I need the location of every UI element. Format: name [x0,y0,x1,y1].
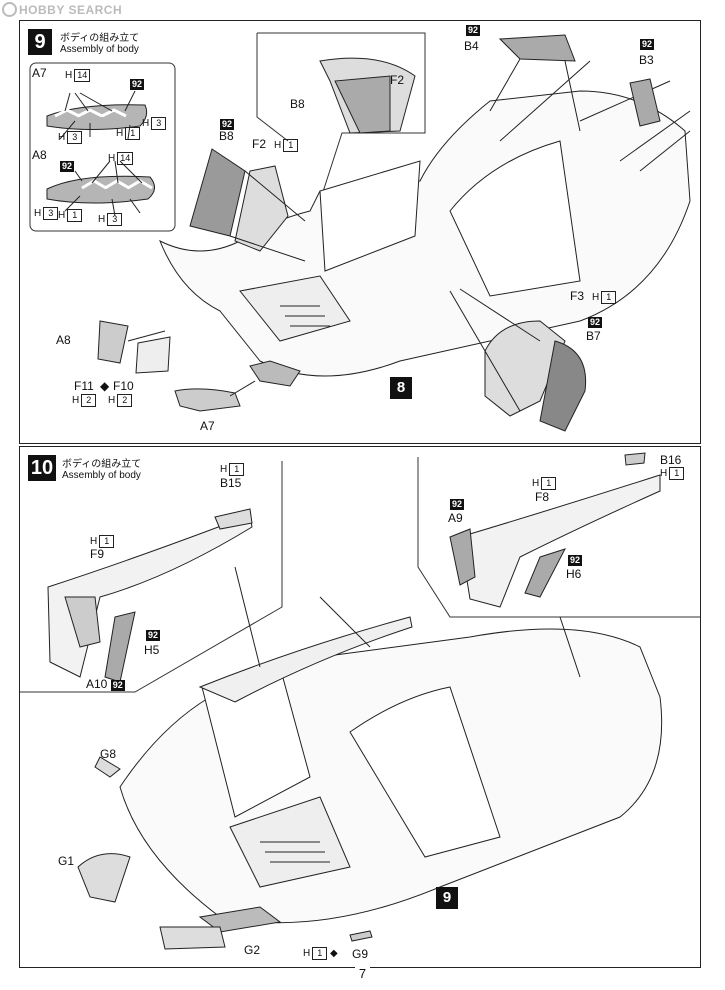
b3-label: B3 [639,53,654,67]
step-9-panel: 9 ボディの組み立て Assembly of body [19,20,701,444]
f10-part [135,336,171,374]
b8-inset-label: B8 [290,97,305,111]
a7-part [174,388,241,412]
a9-label: A9 [448,511,463,525]
step-title-jp: ボディの組み立て [60,33,140,44]
g1-label: G1 [58,854,75,868]
b4-label: B4 [464,39,479,53]
step-9-drawing [29,32,691,432]
f10-label: F10 [113,379,134,393]
sub-a8-paint: 92 [60,161,75,172]
g8-label: G8 [100,747,117,761]
h6-paint: 92 [568,555,583,566]
ref-step-8-callout: 8 [390,377,412,399]
sub-a7-paint: 92 [130,79,145,90]
a10-label: A10 92 [86,677,125,691]
g2-part [159,926,226,950]
b3-part [629,78,661,127]
hobby-search-watermark: HOBBY SEARCH [2,2,122,17]
b8-label: B8 [219,129,234,143]
step-number: 9 [28,29,52,55]
b8-panel [189,148,246,237]
h6-label: H6 [566,567,582,581]
step-title-en: Assembly of body [60,44,139,55]
b4-part [498,34,576,62]
step-10-drawing [20,452,700,950]
f9-label: F9 [90,547,105,561]
step-title-en: Assembly of body [62,470,141,481]
b7-panel [539,340,587,432]
subassembly-box [29,62,176,232]
g9-label: G9 [352,947,369,961]
sub-a8-label: A8 [32,148,47,162]
g9-part [349,930,373,942]
g1-part [77,853,131,903]
a9-paint: 92 [450,499,465,510]
a8-label: A8 [56,333,71,347]
h5-paint: 92 [146,630,161,641]
f11-label: F11 [74,379,94,393]
b16-label: B16 [660,453,682,467]
a7-label: A7 [200,419,215,433]
g8-part [94,756,121,778]
a7-light-shape [46,104,148,130]
b7-label: B7 [586,329,601,343]
f3-label: F3 [570,289,585,303]
step-number: 10 [28,455,56,481]
a8-part [97,320,129,364]
g2-label: G2 [244,943,261,957]
b15-label: B15 [220,476,242,490]
f8-label: F8 [535,490,550,504]
hobby-search-logo-icon [2,2,17,17]
sprue-diamond-icon: ◆ [100,379,110,393]
b4-paint: 92 [466,25,481,36]
ref-step-9-callout: 9 [436,887,458,909]
a8-light-shape [46,175,155,204]
page-number: 7 [0,966,725,981]
f2-label: F2 [252,137,267,151]
b3-paint: 92 [640,39,655,50]
b7-paint: 92 [588,317,603,328]
h5-label: H5 [144,643,160,657]
step-title-jp: ボディの組み立て [62,459,142,470]
sub-a7-label: A7 [32,66,47,80]
f2-inset-label: F2 [390,73,405,87]
b8-paint: 92 [220,119,235,130]
